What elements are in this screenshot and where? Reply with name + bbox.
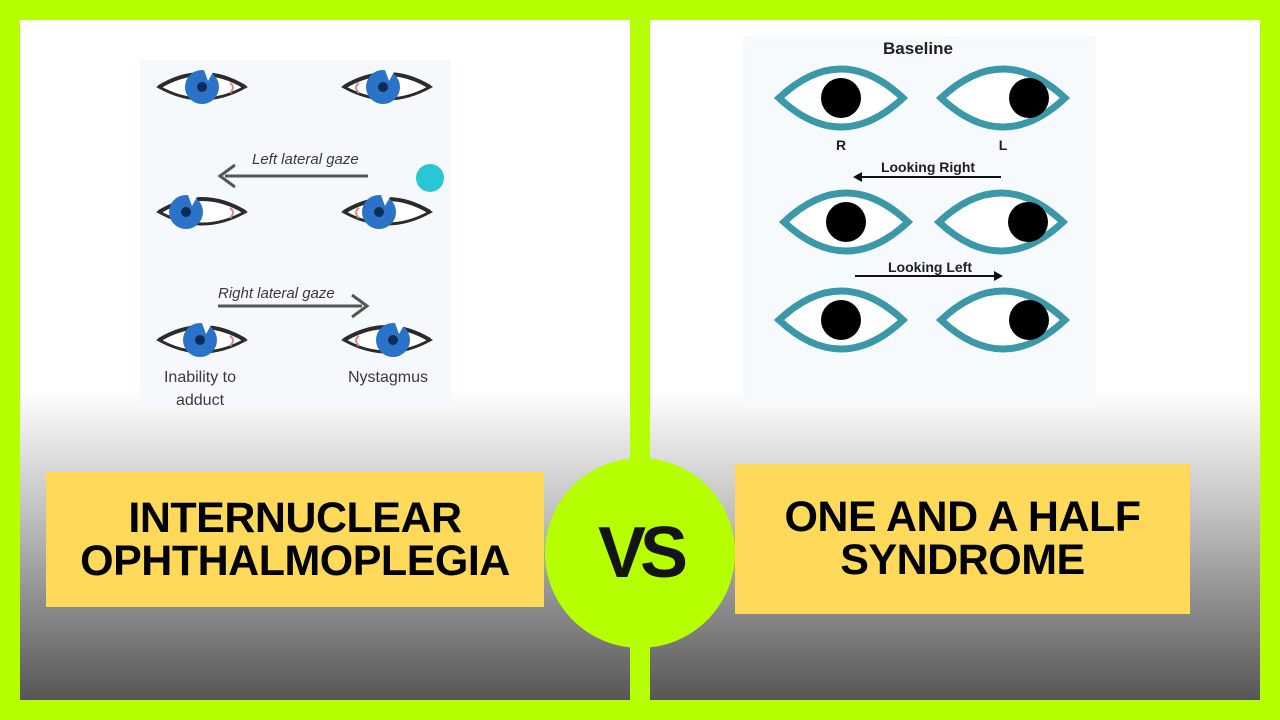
title-right-line1: ONE AND A HALF	[784, 493, 1141, 541]
eye-left-row2	[342, 195, 432, 229]
label-nystagmus: Nystagmus	[348, 369, 428, 386]
title-one-and-a-half-syndrome: ONE AND A HALF SYNDROME	[735, 464, 1190, 614]
label-looking-left: Looking Left	[888, 259, 972, 275]
eye-r-looking-left	[779, 291, 903, 349]
cursor-dot	[416, 164, 444, 192]
eye-l-looking-right	[939, 193, 1063, 251]
eye-l-looking-left	[941, 291, 1065, 349]
label-r: R	[836, 137, 846, 153]
eye-r-looking-right	[784, 193, 908, 251]
ohs-diagram: Baseline R L Looking Right Looking Left	[743, 36, 1096, 408]
label-l: L	[999, 137, 1008, 153]
vs-text: VS	[597, 513, 688, 593]
eye-l-baseline	[941, 69, 1065, 127]
eye-right-row3	[157, 323, 247, 357]
label-baseline: Baseline	[883, 39, 953, 58]
label-left-gaze: Left lateral gaze	[252, 151, 359, 168]
title-right-line2: SYNDROME	[840, 536, 1085, 584]
eye-r-baseline	[779, 69, 903, 127]
left-gaze-arrow	[217, 163, 368, 189]
looking-right-arrow	[853, 172, 1001, 182]
label-inability-line1: Inability to	[164, 369, 236, 386]
eye-right-row1	[157, 70, 247, 104]
label-right-gaze: Right lateral gaze	[218, 285, 335, 302]
title-left-line2: OPHTHALMOPLEGIA	[80, 536, 510, 585]
ino-diagram: Left lateral gaze Right lateral gaze	[140, 60, 451, 408]
label-looking-right: Looking Right	[881, 159, 975, 175]
label-inability-line2: adduct	[176, 392, 225, 408]
eye-left-row1	[342, 70, 432, 104]
title-left-line1: INTERNUCLEAR	[128, 493, 462, 542]
title-internuclear-ophthalmoplegia: INTERNUCLEAR OPHTHALMOPLEGIA	[46, 472, 544, 607]
eye-left-row3	[342, 323, 432, 357]
eye-right-row2	[157, 195, 247, 229]
right-gaze-arrow	[218, 293, 370, 319]
vs-badge: VS	[545, 458, 735, 648]
looking-left-arrow	[855, 271, 1003, 281]
